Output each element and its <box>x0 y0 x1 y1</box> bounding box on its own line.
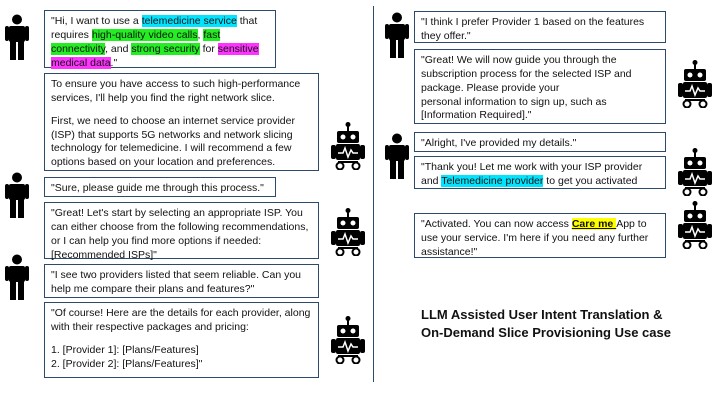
message-line: package. Please provide your <box>421 81 560 94</box>
highlighted-phrase: telemedicine service <box>141 15 237 27</box>
message-paragraph-1: "Of course! Here are the details for eac… <box>51 307 311 333</box>
user-person-icon <box>5 172 29 218</box>
assistant-robot-icon <box>331 122 365 170</box>
text-segment: for <box>199 42 218 55</box>
text-segment: that requires <box>51 15 258 41</box>
assistant-message-activated: "Activated. You can now access Care me A… <box>414 213 666 258</box>
message-text: "Sure, please guide me through this proc… <box>51 182 264 194</box>
message-text: "Thank you! Let me work with your ISP pr… <box>421 161 659 189</box>
assistant-message-select-isp: "Great! Let's start by selecting an appr… <box>44 202 319 261</box>
assistant-message-activation-progress: "Thank you! Let me work with your ISP pr… <box>414 156 666 189</box>
message-line: personal information to sign up, such as <box>421 95 607 108</box>
user-message-prefer-provider: "I think I prefer Provider 1 based on th… <box>414 11 666 43</box>
user-message-compare-providers: "I see two providers listed that seem re… <box>44 264 319 298</box>
text-segment: "Hi, I want to use a <box>51 15 142 27</box>
text-segment: "Activated. You can now access <box>421 218 572 230</box>
diagram-caption: LLM Assisted User Intent Translation & O… <box>421 306 671 342</box>
message-line: subscription process for the selected IS… <box>421 67 632 80</box>
text-segment: , <box>197 28 204 41</box>
message-text: "Alright, I've provided my details." <box>421 137 577 149</box>
text-segment: , and <box>105 42 132 55</box>
text-segment: ." <box>110 56 118 69</box>
text-segment: to get you activated <box>543 174 638 187</box>
highlighted-phrase: strong security <box>131 42 200 55</box>
highlighted-phrase: Care me <box>571 218 617 230</box>
message-text: "I think I prefer Provider 1 based on th… <box>421 16 645 42</box>
text-segment: "Thank you! Let me work with your ISP pr… <box>421 161 643 187</box>
message-text: "Activated. You can now access Care me A… <box>421 218 659 260</box>
provider-2-line: 2. [Provider 2]: [Plans/Features]" <box>51 357 203 370</box>
assistant-robot-icon <box>678 60 712 108</box>
highlighted-phrase: Telemedicine provider <box>441 174 544 187</box>
provider-1-line: 1. [Provider 1]: [Plans/Features] <box>51 343 199 356</box>
assistant-message-provider-details: "Of course! Here are the details for eac… <box>44 302 319 378</box>
assistant-message-subscription: "Great! We will now guide you through th… <box>414 49 666 124</box>
message-text: "Hi, I want to use a telemedicine servic… <box>51 15 269 70</box>
assistant-robot-icon <box>331 316 365 364</box>
user-person-icon <box>385 12 409 58</box>
message-text: "Great! We will now guide you through th… <box>421 54 659 123</box>
message-paragraph-2: First, we need to choose an internet ser… <box>51 114 295 169</box>
message-paragraph-1: To ensure you have access to such high-p… <box>51 78 301 104</box>
user-message-telemedicine-request: "Hi, I want to use a telemedicine servic… <box>44 10 276 70</box>
column-divider <box>373 6 375 382</box>
caption-line-1: LLM Assisted User Intent Translation & <box>421 307 663 322</box>
user-message-details-provided: "Alright, I've provided my details." <box>414 132 666 152</box>
highlighted-phrase: high-quality video calls <box>91 28 198 41</box>
message-line: "Great! We will now guide you through th… <box>421 54 617 66</box>
text-segment: App to use your service. I'm here if you… <box>421 218 649 258</box>
user-person-icon <box>5 14 29 60</box>
assistant-robot-icon <box>678 201 712 249</box>
assistant-robot-icon <box>331 208 365 256</box>
message-line: [Information Required]." <box>421 109 532 122</box>
assistant-robot-icon <box>678 148 712 196</box>
message-text: "I see two providers listed that seem re… <box>51 269 302 295</box>
provider-list: 1. [Provider 1]: [Plans/Features] 2. [Pr… <box>51 344 312 372</box>
user-message-guide-request: "Sure, please guide me through this proc… <box>44 177 276 197</box>
message-text: "Great! Let's start by selecting an appr… <box>51 207 309 261</box>
assistant-message-network-slice: To ensure you have access to such high-p… <box>44 73 319 171</box>
caption-line-2: On-Demand Slice Provisioning Use case <box>421 324 671 340</box>
user-person-icon <box>5 254 29 300</box>
user-person-icon <box>385 133 409 179</box>
